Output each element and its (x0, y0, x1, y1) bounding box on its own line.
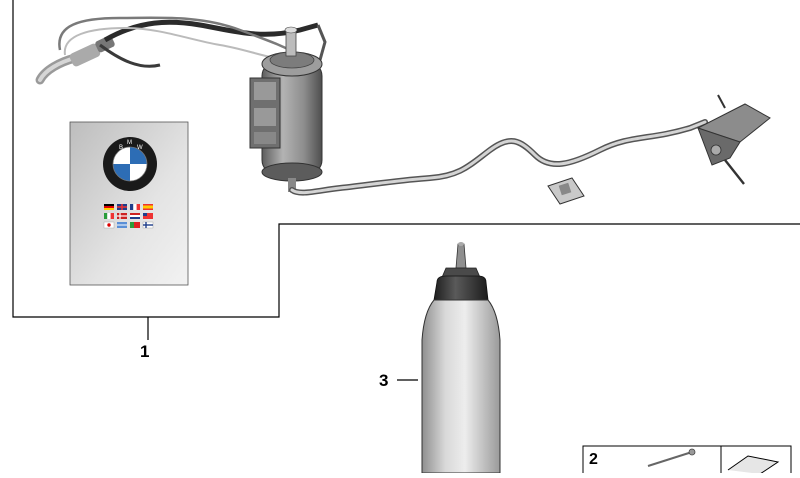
mounting-bracket (696, 94, 771, 185)
manual-booklet: B M W (69, 121, 189, 286)
part-2-panel (582, 445, 792, 477)
assembly-frame (12, 0, 800, 318)
screw-icon (647, 451, 693, 467)
callout-part-3: 3 (379, 371, 389, 390)
svg-text:W: W (137, 145, 143, 151)
fuel-pump (249, 26, 323, 192)
connector-plug (35, 35, 115, 85)
fuel-line (289, 119, 708, 196)
wiring-harness (58, 16, 327, 68)
corner-bracket-icon (727, 455, 780, 475)
svg-text:B: B (119, 145, 123, 151)
pipe-clip (547, 177, 585, 205)
svg-text:M: M (127, 140, 132, 146)
fluid-bottle (421, 242, 501, 474)
bmw-roundel-icon: B M W (103, 137, 157, 191)
callout-part-2: 2 (589, 451, 598, 468)
callout-part-1: 1 (140, 342, 150, 361)
country-flags-icon (103, 204, 154, 229)
